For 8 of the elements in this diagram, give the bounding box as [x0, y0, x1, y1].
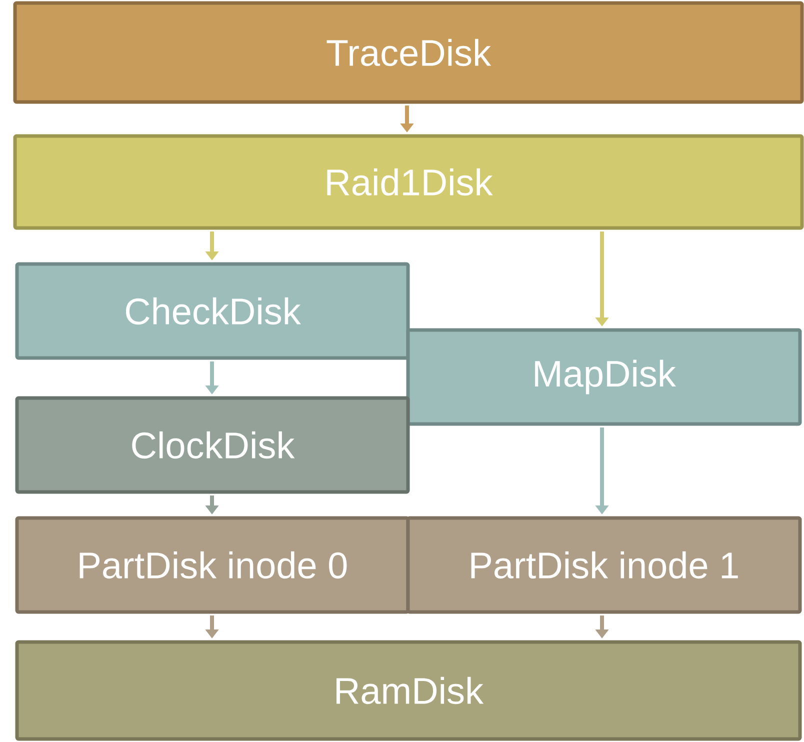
layer-box: PartDisk inode 1	[406, 516, 802, 614]
layer-box: PartDisk inode 0	[15, 516, 410, 614]
layer-box: Raid1Disk	[13, 134, 804, 230]
layer-box: ClockDisk	[15, 396, 410, 494]
layer-box: RamDisk	[15, 640, 802, 741]
layer-box: TraceDisk	[13, 1, 804, 104]
layer-box: CheckDisk	[15, 262, 410, 360]
layer-box: MapDisk	[406, 328, 802, 426]
